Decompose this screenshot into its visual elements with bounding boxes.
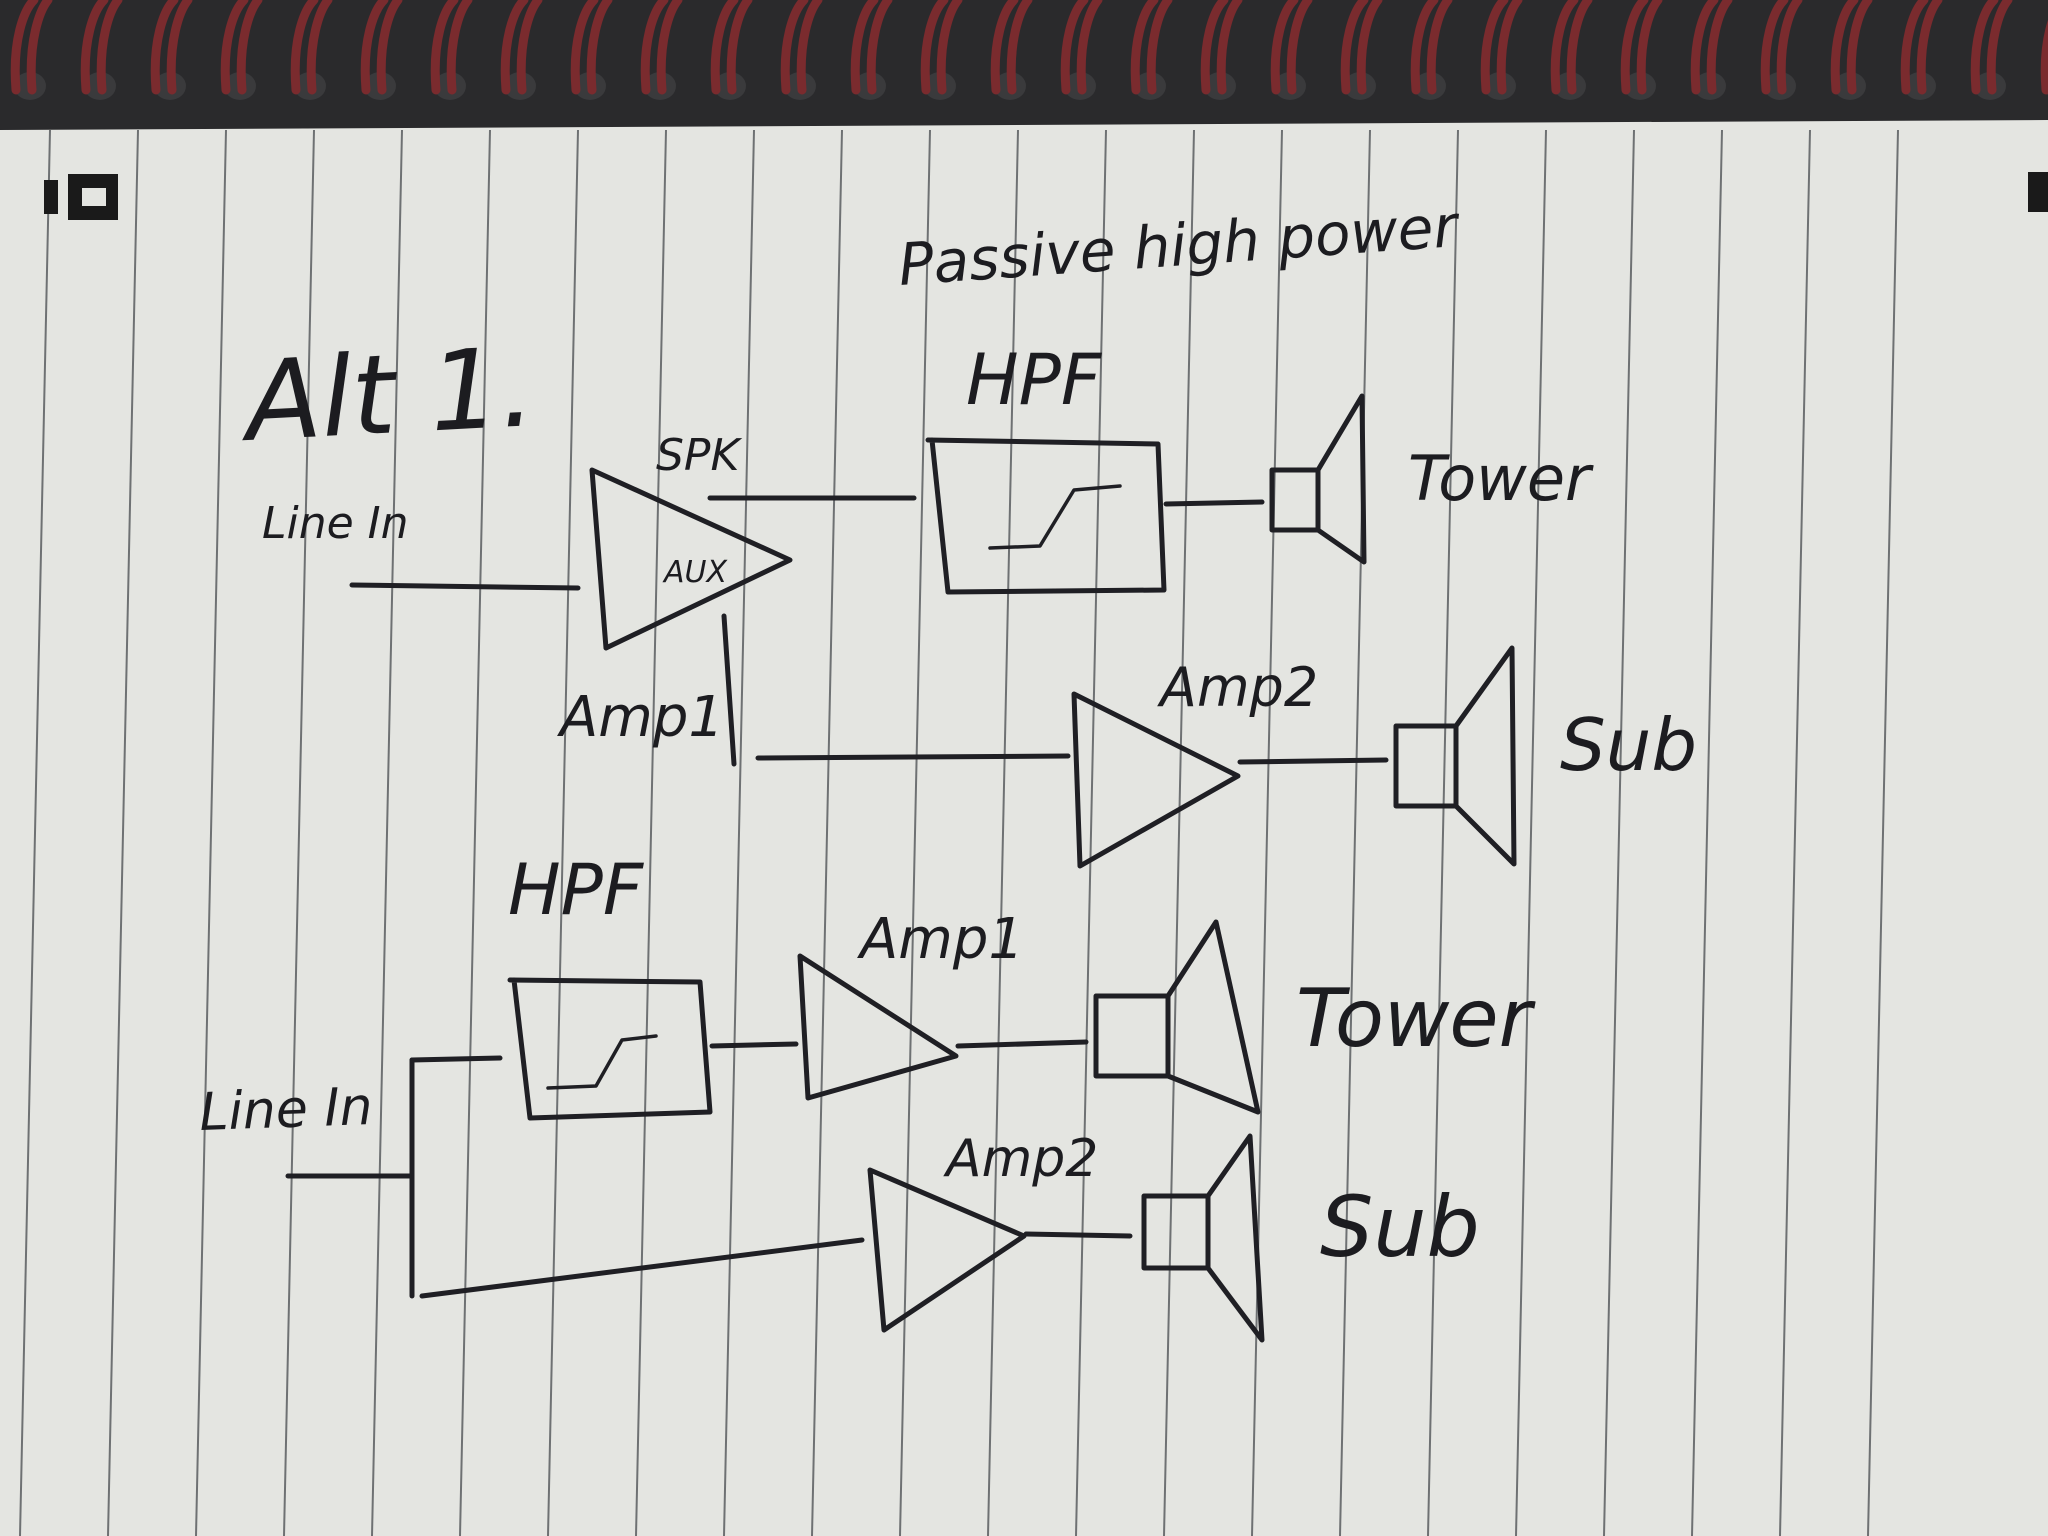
top-aux-wire-down — [721, 613, 737, 767]
bottom-amp1-label: Amp1 — [857, 907, 1024, 972]
bottom-tower-speaker-icon — [1093, 919, 1261, 1115]
top-sub-speaker-icon — [1393, 645, 1517, 867]
rule-line — [899, 129, 931, 1536]
bottom-sub-speaker-icon — [1141, 1133, 1265, 1343]
bottom-hpf-label: HPF — [508, 849, 645, 931]
rule-line — [987, 129, 1019, 1536]
spiral-loop-icon — [1760, 0, 1803, 100]
rule-lines — [19, 129, 1899, 1536]
bottom-tower-wire — [955, 1039, 1089, 1049]
spiral-loop-icon — [80, 0, 123, 100]
diagram-top: Line In SPK AUX Amp1 HPF Tower Amp2 — [262, 339, 1697, 869]
rule-line — [1163, 129, 1195, 1536]
spiral-loop-icon — [570, 0, 613, 100]
spiral-loop-icon — [640, 0, 683, 100]
bottom-split-upper — [409, 1055, 503, 1063]
spiral-loop-icon — [220, 0, 263, 100]
spiral-loop-icon — [500, 0, 543, 100]
spiral-loop-icon — [10, 0, 53, 100]
title-text: Alt 1. — [237, 323, 538, 466]
top-tower-wire — [1163, 499, 1265, 507]
diagram-bottom: Line In HPF Amp1 Tower Amp2 Sub — [198, 849, 1537, 1343]
top-amp1-triangle — [589, 467, 793, 651]
spiral-loop-icon — [710, 0, 753, 100]
top-sub-label: Sub — [1560, 703, 1697, 787]
top-hpf-box — [925, 437, 1167, 595]
top-line-in-wire — [349, 582, 581, 591]
spiral-loop-icon — [1340, 0, 1383, 100]
bottom-sub-wire — [1023, 1231, 1133, 1239]
top-sub-wire — [1237, 757, 1389, 765]
spiral-loop-icon — [780, 0, 823, 100]
top-tower-label: Tower — [1408, 442, 1594, 515]
spiral-loop-icon — [1620, 0, 1663, 100]
rule-line — [1515, 129, 1547, 1536]
spiral-loop-icon — [2040, 19, 2048, 96]
spiral-loop-icon — [850, 0, 893, 100]
rule-line — [1427, 129, 1459, 1536]
rule-line — [195, 129, 227, 1536]
spiral-loop-icon — [1410, 0, 1453, 100]
top-line-in-label: Line In — [262, 498, 409, 549]
top-aux-wire-across — [755, 753, 1071, 761]
rule-line — [1691, 129, 1723, 1536]
bottom-line-in-label: Line In — [198, 1077, 373, 1143]
rule-line — [371, 129, 403, 1536]
spiral-loop-icon — [150, 0, 193, 100]
rule-line — [723, 129, 755, 1536]
bottom-split-lower — [419, 1237, 865, 1299]
rule-line — [1339, 129, 1371, 1536]
spiral-loop-icon — [1970, 0, 2013, 100]
spiral-loop-icon — [1200, 0, 1243, 100]
paper — [0, 120, 2048, 1536]
bottom-amp1-triangle — [797, 953, 959, 1101]
spiral-loop-icon — [360, 0, 403, 100]
bottom-hpf-to-amp1-wire — [709, 1041, 799, 1049]
spiral-loop-icon — [1270, 0, 1313, 100]
bottom-hpf-curve-icon — [546, 1034, 658, 1090]
spiral-loop-icon — [1480, 0, 1523, 100]
top-amp1-spk-label: SPK — [656, 430, 742, 481]
rule-line — [283, 129, 315, 1536]
top-hpf-curve-icon — [988, 484, 1122, 550]
rule-line — [1075, 129, 1107, 1536]
top-amp1-aux-label: AUX — [662, 555, 728, 590]
rule-line — [547, 129, 579, 1536]
spiral-loop-icon — [290, 0, 333, 100]
spiral-loop-icon — [1060, 0, 1103, 100]
spiral-binding — [10, 0, 2048, 100]
spiral-loop-icon — [1130, 0, 1173, 100]
rule-line — [1603, 129, 1635, 1536]
spiral-loop-icon — [920, 0, 963, 100]
rule-line — [811, 129, 843, 1536]
rule-line — [1251, 129, 1283, 1536]
top-amp1-label: Amp1 — [557, 685, 724, 750]
spiral-loop-icon — [430, 0, 473, 100]
spiral-loop-icon — [1900, 0, 1943, 100]
rule-line — [635, 129, 667, 1536]
bottom-hpf-box — [507, 977, 713, 1121]
top-hpf-label: HPF — [966, 339, 1103, 421]
bottom-amp2-label: Amp2 — [943, 1129, 1098, 1189]
bottom-tower-label: Tower — [1296, 972, 1537, 1065]
spiral-loop-icon — [990, 0, 1033, 100]
top-amp2-triangle — [1071, 691, 1241, 869]
spiral-loop-icon — [1690, 0, 1733, 100]
rule-line — [19, 129, 51, 1536]
bottom-amp2-triangle — [867, 1167, 1027, 1333]
rule-line — [1867, 129, 1899, 1536]
corner-marker-icon — [44, 174, 118, 220]
top-tower-speaker-icon — [1269, 393, 1367, 565]
corner-marker-right-icon — [2028, 172, 2048, 212]
rule-line — [107, 129, 139, 1536]
rule-line — [1779, 129, 1811, 1536]
rule-line — [459, 129, 491, 1536]
spiral-loop-icon — [1830, 0, 1873, 100]
top-amp2-label: Amp2 — [1157, 656, 1318, 719]
spiral-loop-icon — [1550, 0, 1593, 100]
bottom-sub-label: Sub — [1320, 1178, 1480, 1276]
